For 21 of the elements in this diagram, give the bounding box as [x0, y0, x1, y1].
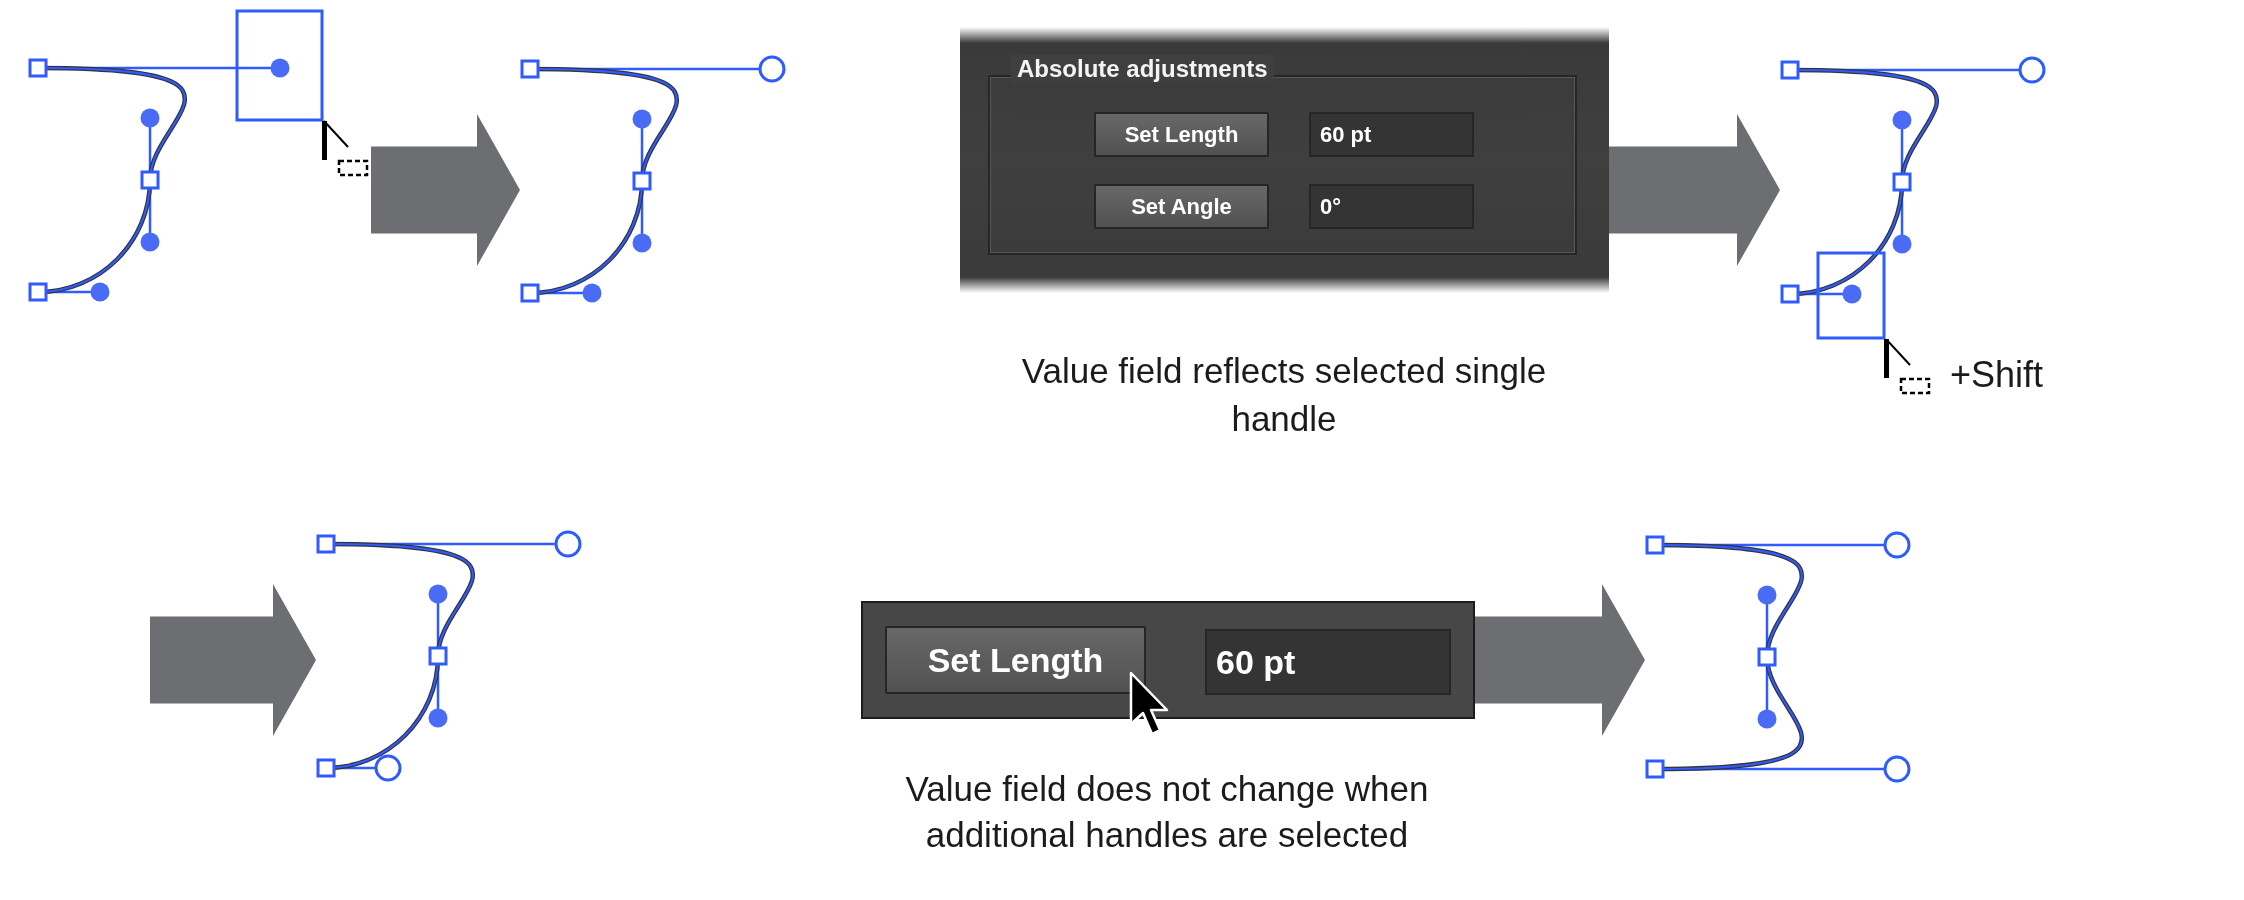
block-arrow — [150, 584, 316, 736]
block-arrow — [1609, 114, 1780, 266]
value-field: 60 pt — [1309, 112, 1474, 157]
bezier-curve-drawing — [1780, 56, 2046, 342]
group-title: Absolute adjustments — [1011, 55, 1274, 83]
value-field: 60 pt — [1205, 629, 1451, 695]
settings-panel — [960, 27, 1609, 293]
caption: Value field does not change when additional handles are selected — [904, 768, 1430, 856]
value-field: 0° — [1309, 184, 1474, 229]
settings-panel — [861, 601, 1475, 719]
action-button: Set Angle — [1094, 184, 1269, 229]
caption: Value field reflects selected single handle — [1020, 350, 1548, 440]
block-arrow — [1475, 584, 1645, 736]
action-button: Set Length — [885, 626, 1146, 694]
bezier-curve-drawing — [520, 55, 786, 303]
action-button: Set Length — [1094, 112, 1269, 157]
bezier-curve-drawing — [28, 9, 371, 302]
bezier-curve-drawing — [316, 530, 582, 782]
bezier-curve-drawing — [1645, 531, 1911, 783]
modifier-key-text: +Shift — [1950, 354, 2044, 396]
block-arrow — [371, 114, 520, 266]
